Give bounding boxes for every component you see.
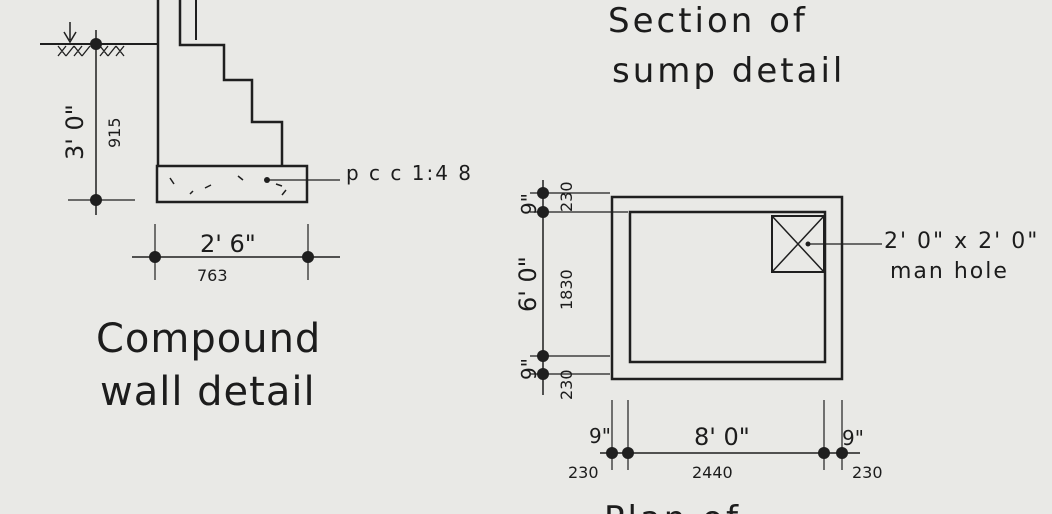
plan-top-wall-imperial: 9": [517, 193, 541, 215]
manhole-size: 2' 0" x 2' 0": [884, 229, 1039, 254]
sump-plan-caption: Plan of: [604, 499, 741, 514]
plan-height-imperial: 6' 0": [514, 256, 542, 312]
plan-top-wall-mm: 230: [557, 181, 576, 212]
dim-node-right: [302, 251, 314, 263]
plan-width-imperial: 8' 0": [694, 423, 750, 451]
wall-profile: [156, 0, 284, 166]
plan-right-wall-imperial: 9": [842, 426, 864, 450]
plan-width-mm: 2440: [692, 463, 733, 482]
sump-inner-wall: [628, 210, 827, 364]
wall-height-mm: 915: [105, 117, 124, 148]
wall-width-imperial: 2' 6": [200, 230, 256, 258]
dim-node-left: [149, 251, 161, 263]
ground-hatch: [57, 45, 125, 57]
dim-node-top: [90, 38, 102, 50]
level-arrow-icon: [63, 22, 77, 44]
pcc-note: p c c 1:4 8: [346, 161, 473, 185]
sump-section-caption: Section of sump detail: [608, 1, 845, 91]
sump-plan-drawing: 2' 0" x 2' 0" man hole 9" 230 6' 0" 1830…: [514, 180, 1039, 514]
dim-node-bottom: [90, 194, 102, 206]
plan-right-wall-mm: 230: [852, 463, 883, 482]
compound-wall-title-line1: Compound: [96, 316, 321, 362]
manhole-cross-icon: [771, 215, 825, 273]
sump-section-title-line1: Section of: [608, 1, 808, 41]
plan-left-wall-mm: 230: [568, 463, 599, 482]
sump-section-title-line2: sump detail: [612, 51, 845, 91]
compound-wall-title-line2: wall detail: [100, 369, 316, 415]
manhole-label: man hole: [890, 259, 1009, 284]
plan-bottom-wall-imperial: 9": [517, 358, 541, 380]
pcc-footing: [155, 164, 309, 204]
wall-height-imperial: 3' 0": [61, 104, 89, 160]
plan-height-mm: 1830: [557, 269, 576, 310]
concrete-hatch: [169, 175, 287, 196]
plan-left-wall-imperial: 9": [589, 424, 611, 448]
plan-bottom-wall-mm: 230: [557, 369, 576, 400]
sump-outer-wall: [610, 195, 844, 381]
compound-wall-drawing: 3' 0" 915 p c c 1:4 8 2' 6" 763 Compound…: [40, 0, 473, 415]
wall-width-mm: 763: [197, 266, 228, 285]
